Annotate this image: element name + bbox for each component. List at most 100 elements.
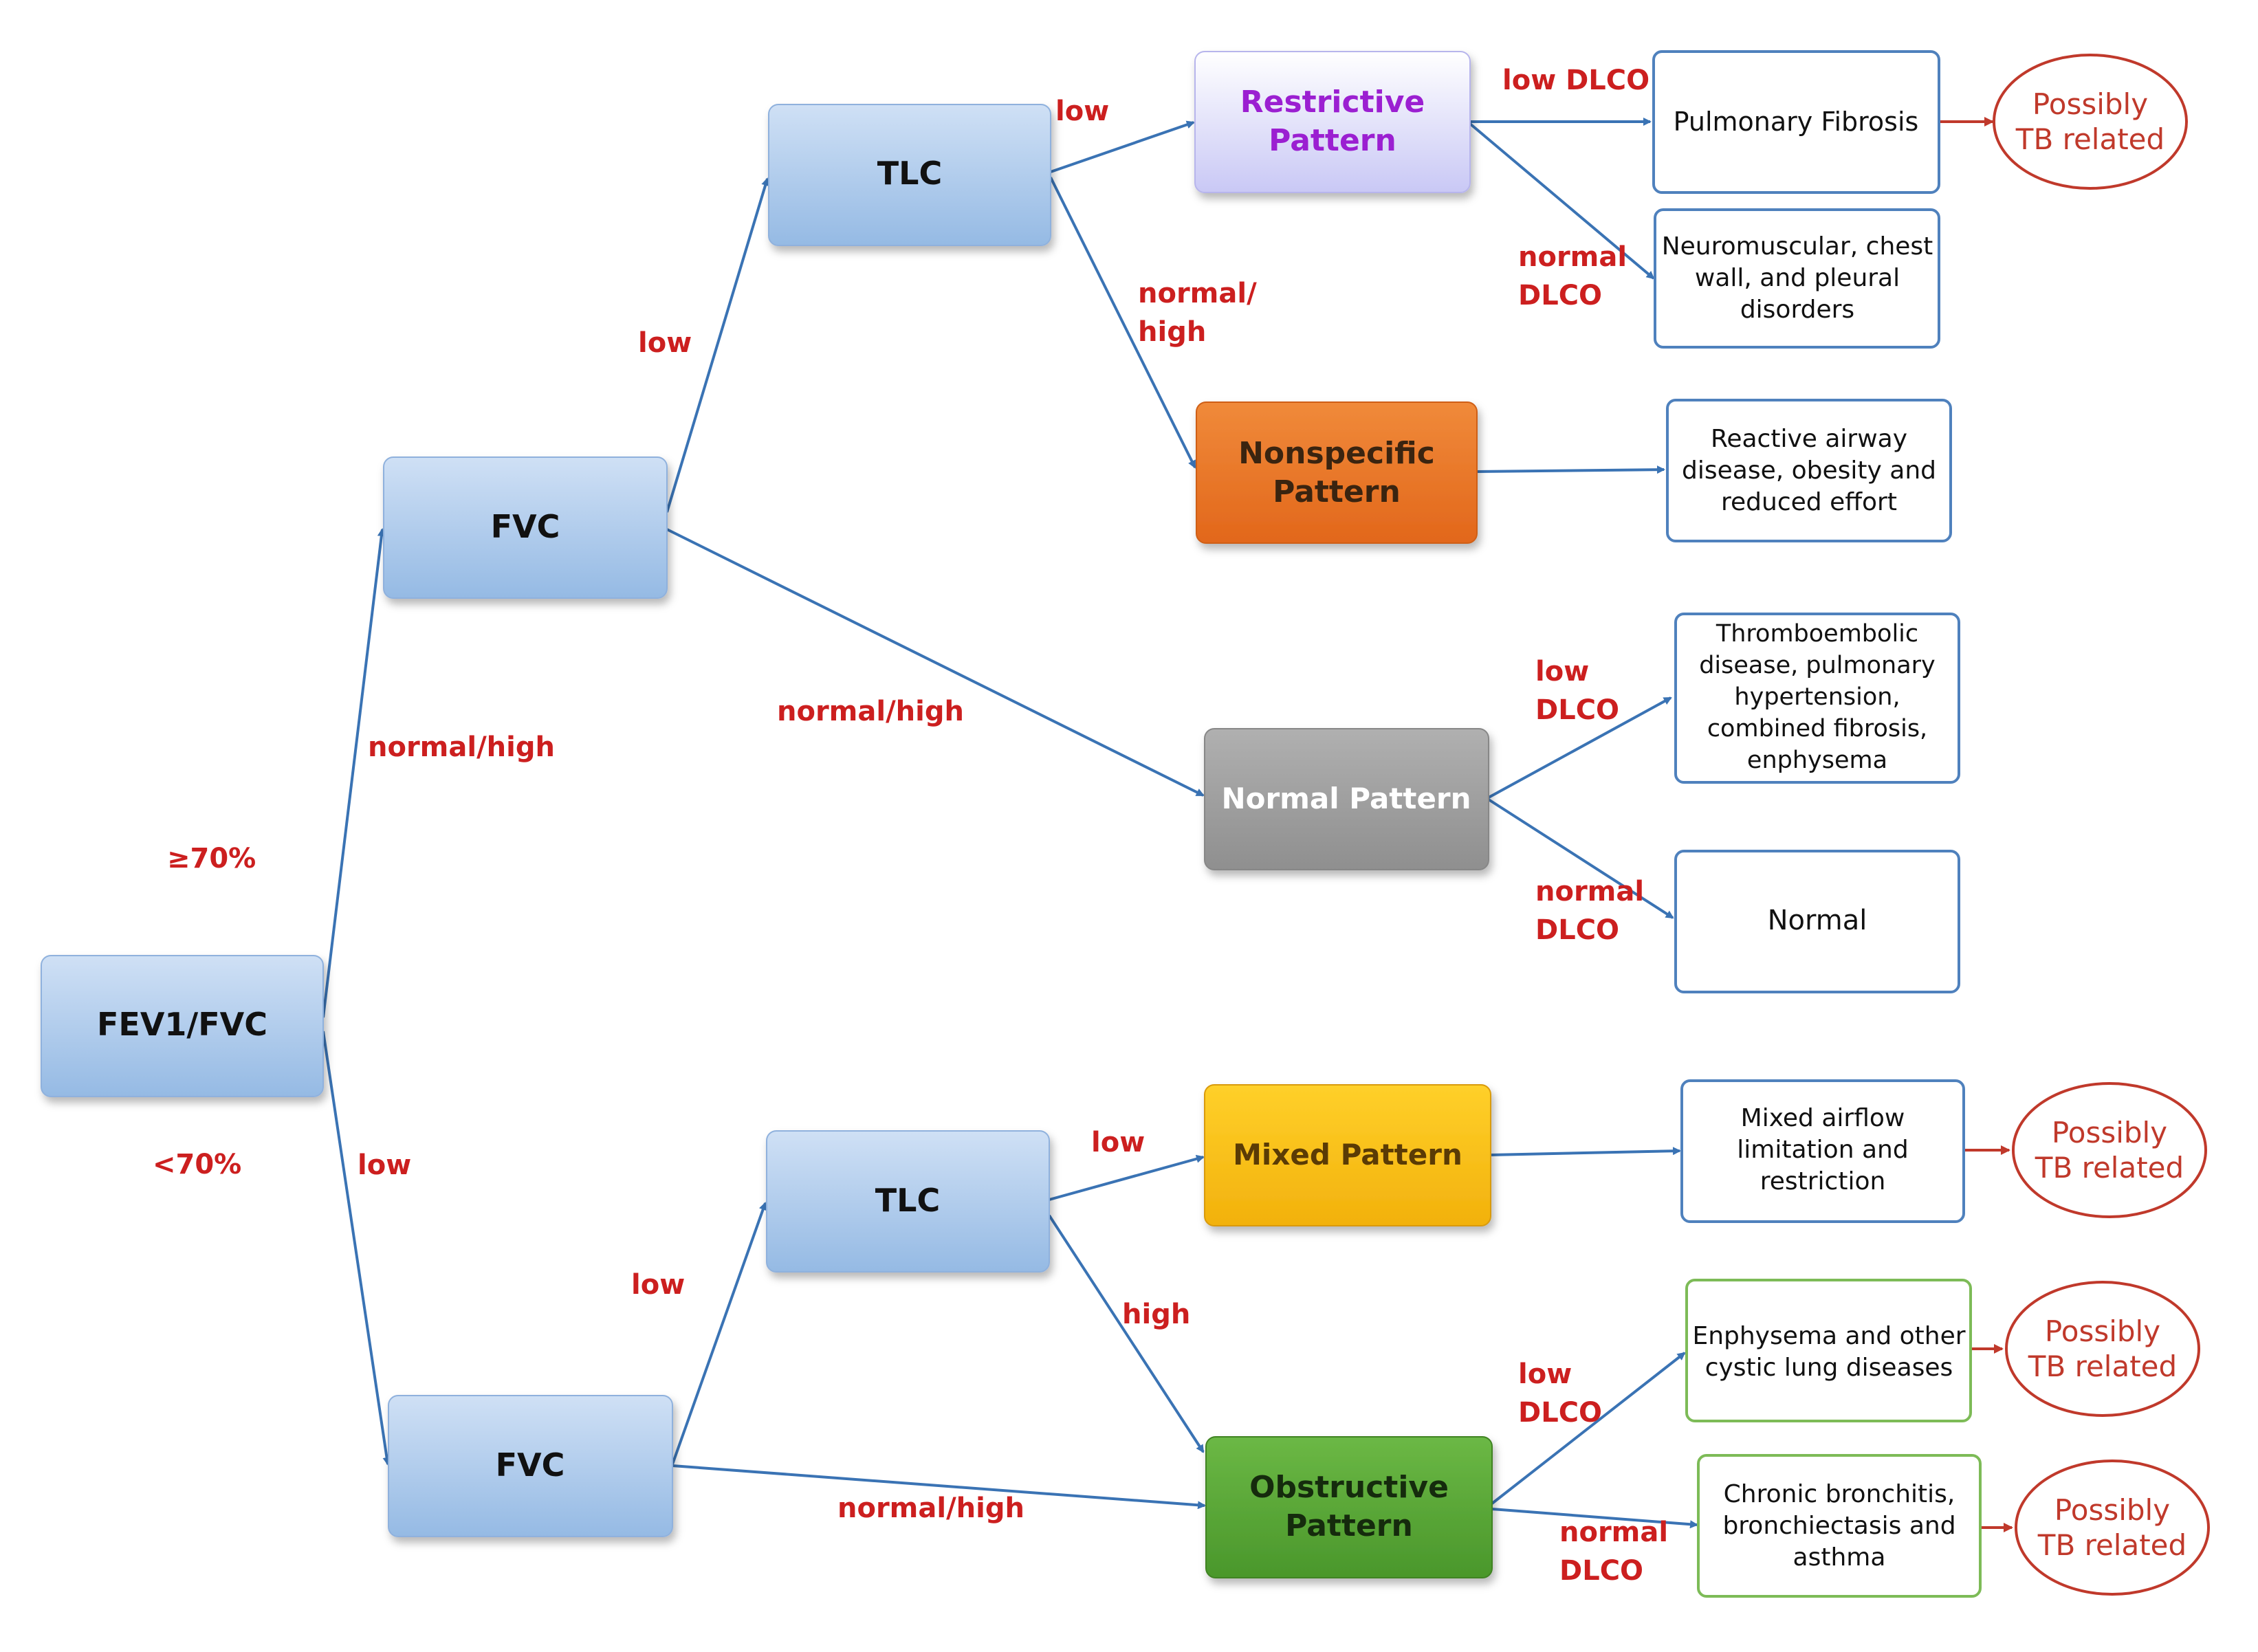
node-fvc-bottom — [388, 1395, 673, 1537]
outcome-pulmonary-fibrosis: Pulmonary Fibrosis — [1652, 50, 1940, 194]
node-tlc-top — [768, 104, 1051, 246]
label-restrictive-normal-dlco-line1: normal — [1518, 241, 1627, 273]
tb-ellipse-bronchitis-line2: TB related — [2037, 1528, 2186, 1562]
outcome-enphysema-line1: Enphysema and other — [1692, 1322, 1965, 1350]
outcome-reactive-airway-line1: Reactive airway — [1711, 425, 1907, 453]
outcome-neuromuscular-line3: disorders — [1740, 296, 1854, 324]
node-nonspecific-label-line1: Nonspecific — [1238, 436, 1435, 471]
edge-tlc-top-to-nonspecific — [1049, 177, 1196, 469]
outcome-chronic-bronchitis-line2: bronchiectasis and — [1722, 1512, 1955, 1540]
node-obstructive-label-line2: Pattern — [1285, 1508, 1413, 1543]
node-tlc-bottom — [766, 1130, 1050, 1273]
label-tlc-top-normal-high-line2: high — [1138, 316, 1206, 348]
outcome-reactive-airway-line2: disease, obesity and — [1682, 456, 1936, 485]
node-restrictive-label-line1: Restrictive — [1240, 85, 1425, 120]
outcome-normal-line1: Normal — [1768, 905, 1867, 936]
outcome-thromboembolic-line5: enphysema — [1747, 747, 1887, 774]
outcome-neuromuscular: Neuromuscular, chest wall, and pleural d… — [1654, 208, 1940, 349]
edge-fvc-bottom-to-obstructive — [672, 1464, 1206, 1510]
label-fvc-top-low: low — [638, 327, 692, 359]
label-restrictive-normal-dlco-line2: DLCO — [1518, 280, 1602, 311]
node-fvc-top — [383, 456, 668, 599]
outcome-mixed-airflow-line3: restriction — [1760, 1167, 1886, 1196]
edge-obstructive-to-bronchitis — [1491, 1508, 1698, 1529]
node-restrictive-label-line2: Pattern — [1269, 123, 1396, 158]
label-tlc-bottom-high: high — [1122, 1299, 1190, 1330]
node-mixed-label: Mixed Pattern — [1233, 1138, 1462, 1171]
node-mixed — [1204, 1084, 1491, 1226]
node-fvc-bottom-label: FVC — [496, 1446, 565, 1484]
outcome-pulmonary-fibrosis-line1: Pulmonary Fibrosis — [1674, 107, 1919, 137]
edge-fvc-top-to-normal — [666, 528, 1205, 797]
label-fvc-bottom-normal-high: normal/high — [837, 1493, 1024, 1524]
edge-normal-to-normal — [1487, 798, 1674, 919]
label-ge70: ≥70% — [167, 843, 256, 874]
label-fvc-bottom-low: low — [631, 1269, 685, 1301]
tb-ellipse-fibrosis-line1: Possibly — [2032, 87, 2148, 121]
label-normal-low-dlco-line2: DLCO — [1535, 694, 1619, 726]
outcome-thromboembolic-line3: hypertension, — [1734, 683, 1900, 711]
node-normal-pattern-label: Normal Pattern — [1221, 782, 1471, 815]
edge-normal-to-thromboembolic — [1488, 696, 1672, 799]
label-obstructive-normal-dlco-line1: normal — [1559, 1517, 1668, 1548]
edge-obstructive-to-enphysema — [1491, 1352, 1686, 1505]
node-restrictive — [1194, 51, 1471, 193]
label-restrictive-low-dlco: low DLCO — [1502, 65, 1649, 96]
label-fvc-top-normal-high: normal/high — [777, 696, 964, 727]
label-tlc-bottom-low: low — [1091, 1127, 1145, 1158]
edge-tlc-top-to-restrictive — [1050, 120, 1195, 173]
node-normal-pattern — [1204, 728, 1489, 870]
node-obstructive — [1205, 1436, 1493, 1578]
outcome-enphysema-line2: cystic lung diseases — [1705, 1354, 1953, 1382]
tb-ellipse-enphysema-line2: TB related — [2028, 1350, 2177, 1383]
label-fev-normal-high: normal/high — [368, 731, 555, 763]
label-obstructive-low-dlco-line1: low — [1518, 1358, 1572, 1390]
node-fev1-fvc — [41, 955, 324, 1097]
label-lt70: <70% — [153, 1149, 241, 1180]
edge-tlc-bottom-to-mixed — [1049, 1154, 1205, 1201]
outcome-neuromuscular-line2: wall, and pleural — [1695, 264, 1900, 292]
node-tlc-top-label: TLC — [877, 155, 942, 192]
node-nonspecific-label-line2: Pattern — [1273, 474, 1401, 509]
outcome-mixed-airflow: Mixed airflow limitation and restriction — [1680, 1079, 1965, 1223]
label-normal-low-dlco-line1: low — [1535, 656, 1589, 687]
tb-edges — [1939, 117, 2013, 1532]
label-fev-low: low — [358, 1149, 411, 1181]
outcome-normal: Normal — [1674, 850, 1960, 993]
outcome-mixed-airflow-line2: limitation and — [1737, 1136, 1908, 1164]
node-fvc-top-label: FVC — [491, 508, 560, 545]
outcome-chronic-bronchitis-line1: Chronic bronchitis, — [1724, 1480, 1955, 1508]
outcome-enphysema: Enphysema and other cystic lung diseases — [1685, 1279, 1972, 1422]
tb-ellipse-mixed-line1: Possibly — [2052, 1116, 2167, 1149]
outcome-chronic-bronchitis: Chronic bronchitis, bronchiectasis and a… — [1697, 1454, 1982, 1598]
tb-ellipse-fibrosis: Possibly TB related — [1993, 54, 2188, 190]
edge-nonspecific-to-reactive — [1476, 465, 1665, 474]
label-obstructive-low-dlco-line2: DLCO — [1518, 1397, 1602, 1429]
outcome-mixed-airflow-line1: Mixed airflow — [1741, 1104, 1905, 1132]
outcome-thromboembolic-line2: disease, pulmonary — [1699, 652, 1936, 679]
edge-restrictive-to-neuromuscular — [1469, 122, 1655, 280]
tb-ellipse-mixed-line2: TB related — [2035, 1151, 2184, 1185]
outcome-reactive-airway-line3: reduced effort — [1721, 488, 1897, 516]
tb-ellipse-enphysema: Possibly TB related — [2005, 1281, 2200, 1417]
edge-fev-to-fvc-bottom — [322, 1031, 391, 1466]
tb-ellipse-bronchitis-line1: Possibly — [2054, 1493, 2170, 1527]
edge-tlc-bottom-to-obstructive — [1048, 1214, 1205, 1453]
outcome-thromboembolic: Thromboembolic disease, pulmonary hypert… — [1674, 613, 1960, 784]
label-normal-normal-dlco-line2: DLCO — [1535, 914, 1619, 946]
node-tlc-bottom-label: TLC — [875, 1182, 940, 1219]
edges — [322, 118, 1698, 1529]
outcome-neuromuscular-line1: Neuromuscular, chest — [1662, 232, 1933, 261]
node-fev1-fvc-label: FEV1/FVC — [97, 1006, 267, 1043]
tb-ellipse-enphysema-line1: Possibly — [2045, 1314, 2160, 1348]
label-obstructive-normal-dlco-line2: DLCO — [1559, 1555, 1643, 1587]
tb-ellipse-fibrosis-line2: TB related — [2015, 122, 2164, 156]
node-nonspecific — [1196, 401, 1478, 544]
tb-ellipse-bronchitis: Possibly TB related — [2015, 1460, 2210, 1596]
label-tlc-top-normal-high-line1: normal/ — [1138, 278, 1257, 309]
tb-ellipse-mixed: Possibly TB related — [2012, 1082, 2207, 1218]
outcome-thromboembolic-line4: combined fibrosis, — [1707, 715, 1927, 742]
outcome-reactive-airway: Reactive airway disease, obesity and red… — [1666, 399, 1952, 542]
edge-fvc-top-to-tlc-top — [666, 177, 769, 513]
